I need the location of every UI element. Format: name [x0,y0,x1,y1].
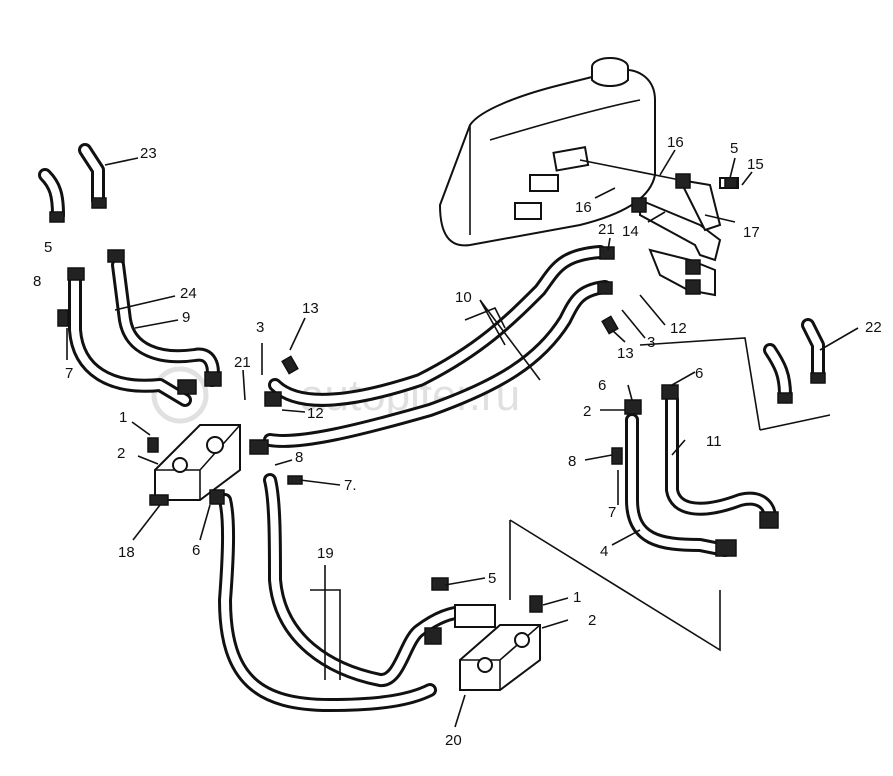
hose-9-24-pair [68,258,220,407]
callout-2b: 2 [588,612,596,629]
callout-12: 12 [307,405,324,422]
callout-21b: 21 [598,221,615,238]
leader-lines [66,149,859,728]
callout-13: 13 [302,300,319,317]
callout-7: 7 [65,365,73,382]
callout-8b: 8 [295,449,303,466]
callout-7c: 7 [608,504,616,521]
valve-block-18 [149,371,241,506]
valve-block-20 [424,604,541,691]
callout-12b: 12 [670,320,687,337]
callout-24: 24 [180,285,197,302]
callout-5b: 5 [488,570,496,587]
callout-6c: 6 [695,365,703,382]
callout-11: 11 [706,433,722,450]
callout-6: 6 [192,542,200,559]
hydraulic-tank [438,57,656,247]
callout-13b: 13 [617,345,634,362]
callout-1: 1 [119,409,127,426]
callout-14: 14 [622,223,639,240]
callout-15: 15 [747,156,764,173]
callout-1b: 1 [573,589,581,606]
callout-5c: 5 [730,140,738,157]
callout-16: 16 [667,134,684,151]
hose-19-pair [218,473,472,712]
hose-4-11-pair [625,393,777,557]
hose-10-pair [263,245,612,448]
callout-8c: 8 [568,453,576,470]
callout-20: 20 [445,732,462,749]
hose-ends-23 [38,143,107,223]
callout-17: 17 [743,224,760,241]
callout-7b: 7. [344,477,357,494]
small-fittings [57,177,779,613]
callout-23: 23 [140,145,157,162]
callout-16b: 16 [575,199,592,216]
callout-6b: 6 [598,377,606,394]
callout-19: 19 [317,545,334,562]
hose-ends-22 [763,318,826,404]
callout-22: 22 [865,319,882,336]
callout-10: 10 [455,289,472,306]
callout-8: 8 [33,273,41,290]
callout-2: 2 [117,445,125,462]
callout-21: 21 [234,354,251,371]
callout-3b: 3 [647,334,655,351]
callout-4: 4 [600,543,608,560]
callout-9: 9 [182,309,190,326]
callout-5: 5 [44,239,52,256]
frame-lines [509,337,831,652]
callout-labels: 23 5 8 24 9 7 3 13 21 12 1 2 8 7. 18 6 1… [33,134,882,749]
callout-3: 3 [256,319,264,336]
callout-18: 18 [118,544,135,561]
callout-2c: 2 [583,403,591,420]
